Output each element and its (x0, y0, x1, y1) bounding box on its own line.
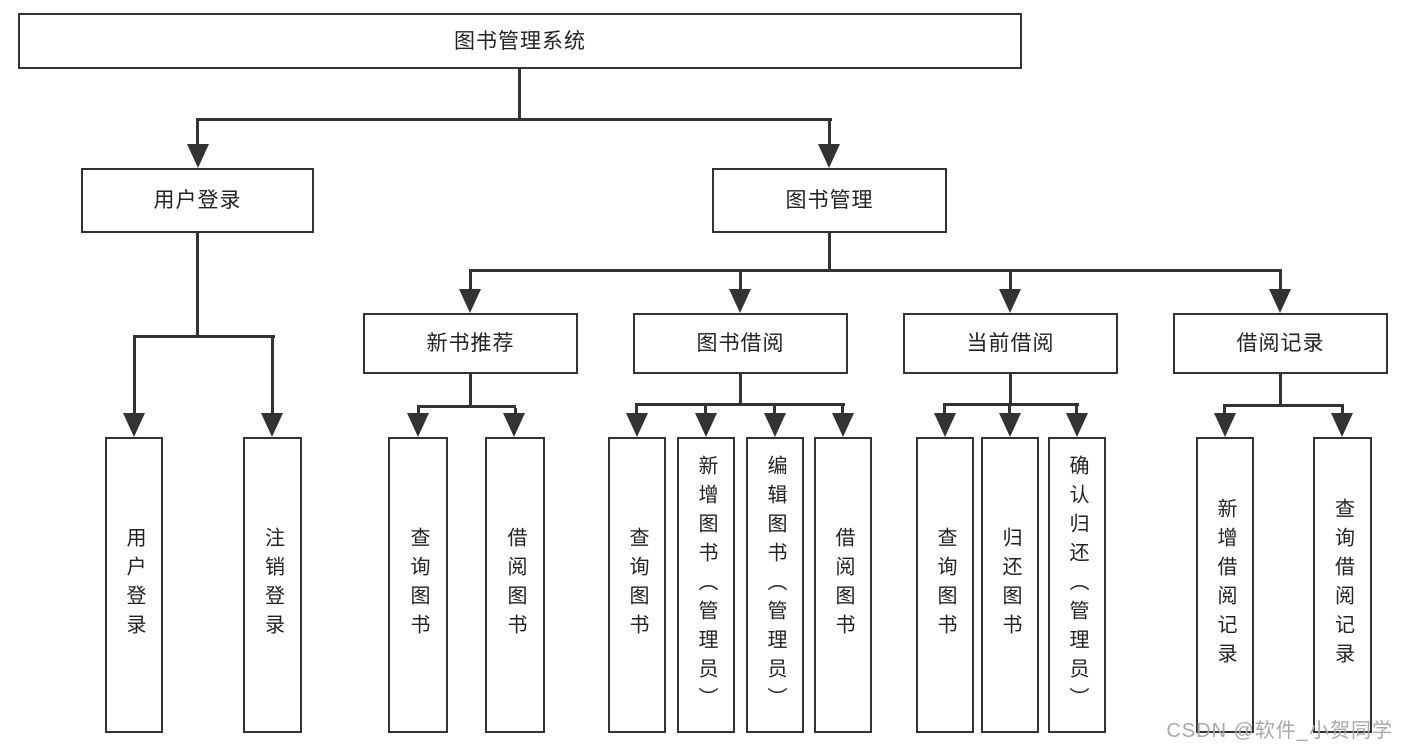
arrowhead-bb-edit (764, 413, 786, 437)
connector-bookmgmt-drop4 (1279, 272, 1282, 289)
node-leaf-bb-query: 查询图书 (608, 437, 666, 733)
arrowhead-cb-query (934, 413, 956, 437)
connector-nbrec-bar (417, 405, 516, 408)
connector-bookmgmt-drop3 (1009, 272, 1012, 289)
connector-bb-drop4 (841, 406, 844, 414)
arrowhead-leaf-logout (261, 413, 283, 437)
node-book-borrow: 图书借阅 (633, 313, 848, 374)
connector-bookmgmt-stem (828, 233, 831, 269)
arrowhead-br-query (1331, 413, 1353, 437)
connector-bookmgmt-drop1 (469, 272, 472, 289)
connector-bb-bar (635, 403, 845, 406)
node-leaf-bb-add: 新增图书（管理员） (677, 437, 735, 733)
arrowhead-nb-query (407, 413, 429, 437)
connector-root-bar (196, 118, 832, 121)
arrowhead-leaf-user-login (123, 413, 145, 437)
node-leaf-bb-edit: 编辑图书（管理员） (746, 437, 804, 733)
arrowhead-current-borrow (999, 289, 1021, 313)
arrowhead-br-add (1214, 413, 1236, 437)
arrowhead-user-login (187, 144, 209, 168)
node-root: 图书管理系统 (18, 13, 1022, 69)
connector-cb-stem (1009, 374, 1012, 405)
node-leaf-br-add: 新增借阅记录 (1196, 437, 1254, 733)
connector-nbrec-drop1 (417, 408, 420, 414)
connector-root-stem (518, 69, 521, 118)
arrowhead-bb-borrow (832, 413, 854, 437)
arrowhead-book-mgmt (818, 144, 840, 168)
node-leaf-user-login: 用户登录 (105, 437, 163, 733)
connector-cb-drop3 (1075, 406, 1078, 414)
csdn-watermark: CSDN @软件_小贺同学 (1166, 720, 1393, 742)
connector-userlogin-drop2 (271, 338, 274, 413)
connector-root-drop-left (196, 121, 199, 146)
arrowhead-nb-borrow (503, 413, 525, 437)
connector-br-drop1 (1223, 407, 1226, 414)
connector-bb-stem (739, 374, 742, 405)
node-book-mgmt: 图书管理 (712, 168, 947, 233)
node-leaf-logout: 注销登录 (243, 437, 302, 733)
connector-nbrec-drop2 (514, 408, 517, 414)
arrowhead-cb-return (999, 413, 1021, 437)
connector-root-drop-right (828, 121, 831, 146)
connector-br-drop2 (1341, 407, 1344, 414)
connector-cb-drop1 (943, 406, 946, 414)
arrowhead-bb-query (626, 413, 648, 437)
node-borrow-record: 借阅记录 (1173, 313, 1388, 374)
connector-userlogin-drop1 (133, 338, 136, 413)
connector-bookmgmt-bar (469, 269, 1282, 272)
node-current-borrow: 当前借阅 (903, 313, 1118, 374)
connector-userlogin-stem (196, 233, 199, 335)
arrowhead-bb-add (695, 413, 717, 437)
node-leaf-cb-return: 归还图书 (981, 437, 1039, 733)
connector-cb-bar (943, 403, 1079, 406)
node-leaf-cb-query: 查询图书 (916, 437, 974, 733)
node-leaf-br-query: 查询借阅记录 (1313, 437, 1372, 733)
arrowhead-borrow-record (1269, 289, 1291, 313)
connector-bb-drop2 (704, 406, 707, 414)
node-leaf-bb-borrow: 借阅图书 (814, 437, 872, 733)
connector-bb-drop1 (635, 406, 638, 414)
node-leaf-nb-borrow: 借阅图书 (485, 437, 545, 733)
connector-nbrec-stem (469, 374, 472, 407)
connector-userlogin-bar (133, 335, 275, 338)
connector-bb-drop3 (773, 406, 776, 414)
node-leaf-cb-confirm: 确认归还（管理员） (1048, 437, 1106, 733)
connector-br-stem (1279, 374, 1282, 406)
arrowhead-cb-confirm (1066, 413, 1088, 437)
node-leaf-nb-query: 查询图书 (388, 437, 448, 733)
connector-br-bar (1223, 404, 1344, 407)
node-user-login: 用户登录 (81, 168, 314, 233)
node-new-book-rec: 新书推荐 (363, 313, 578, 374)
connector-cb-drop2 (1008, 406, 1011, 414)
arrowhead-new-book-rec (459, 289, 481, 313)
connector-bookmgmt-drop2 (739, 272, 742, 289)
arrowhead-book-borrow (729, 289, 751, 313)
